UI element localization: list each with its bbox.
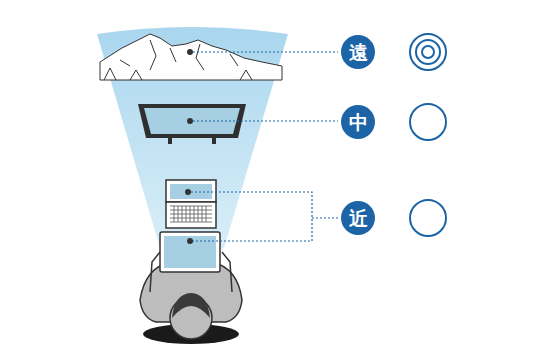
leader-dot <box>187 238 193 244</box>
label-circle: 近 <box>341 201 375 235</box>
label-char: 遠 <box>349 43 368 62</box>
label-char: 近 <box>349 209 368 228</box>
label-circle: 遠 <box>341 35 375 69</box>
tv-icon <box>138 104 246 144</box>
view-fan <box>97 27 288 248</box>
tablet-icon <box>160 232 220 272</box>
mountain-icon <box>100 34 282 80</box>
rating-marks <box>410 34 446 236</box>
leader-dot <box>185 189 191 195</box>
label-char: 中 <box>349 113 368 132</box>
laptop-icon <box>166 180 216 228</box>
leader-lines <box>191 52 338 241</box>
leader-dot <box>187 49 193 55</box>
leader-dot <box>187 118 193 124</box>
label-circle: 中 <box>341 105 375 139</box>
